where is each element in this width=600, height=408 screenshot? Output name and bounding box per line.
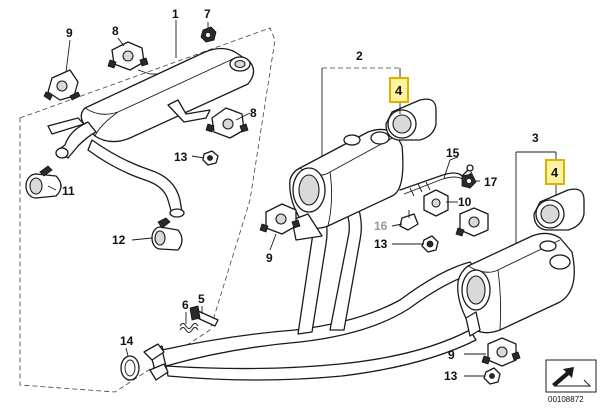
gasket-14 [120, 355, 140, 381]
callout-12: 12 [112, 233, 126, 247]
nut-13-bottom [483, 367, 501, 385]
rear-muffler-part-1 [80, 47, 255, 143]
exhaust-tip-4-upper [385, 98, 437, 141]
callout-3: 3 [532, 131, 539, 145]
center-silencer-part-2 [289, 67, 404, 241]
callout-1: 1 [172, 7, 179, 21]
callout-7: 7 [204, 7, 211, 21]
leader-lines [47, 20, 557, 377]
callout-4-highlight-lower [545, 159, 565, 185]
callout-13-top: 13 [174, 150, 188, 164]
direction-arrow-box [545, 359, 597, 393]
hanger-8-right [205, 107, 249, 139]
callout-9-top: 9 [66, 26, 73, 40]
callout-15: 15 [446, 146, 460, 160]
callout-13-middle: 13 [374, 237, 388, 251]
group-frame-left [19, 27, 276, 393]
callout-4-highlight-upper [389, 77, 409, 103]
hanger-9-bottom [481, 337, 521, 367]
callout-10: 10 [458, 195, 472, 209]
clamp-11 [25, 165, 62, 199]
bolt-16 [399, 210, 419, 231]
callout-2: 2 [356, 49, 363, 63]
hanger-8-top [107, 41, 158, 75]
nut-17 [461, 173, 477, 189]
callout-6: 6 [182, 298, 189, 312]
callout-9-middle: 9 [266, 251, 273, 265]
callout-8-top: 8 [112, 24, 119, 38]
callout-8-right: 8 [250, 106, 257, 120]
callout-11: 11 [62, 184, 75, 198]
hanger-10-left [423, 189, 449, 217]
rear-silencer-group [19, 27, 276, 393]
callout-4-lower: 4 [551, 165, 559, 180]
clamp-12 [151, 217, 183, 251]
callout-16: 16 [374, 219, 388, 233]
hanger-9-middle [259, 203, 301, 235]
nut-13-middle [421, 235, 439, 253]
callout-14: 14 [120, 334, 134, 348]
bolt-5 [189, 305, 219, 327]
hanger-10-right [455, 207, 489, 237]
nut-13-top [202, 150, 219, 166]
callout-4-upper: 4 [395, 83, 403, 98]
callout-9-bottom: 9 [448, 348, 455, 362]
nut-7 [200, 26, 217, 43]
hanger-9-top-left [43, 69, 81, 101]
callout-labels: 1 2 3 4 4 5 6 7 8 8 9 9 9 10 11 12 13 13… [62, 7, 565, 383]
callout-5: 5 [198, 292, 205, 306]
rear-silencer-part-3 [457, 151, 575, 337]
exhaust-tip-4-lower [533, 188, 585, 231]
callout-17: 17 [484, 175, 498, 189]
callout-13-bottom: 13 [444, 369, 458, 383]
reference-number: 00108872 [548, 395, 584, 404]
direction-arrow-icon [552, 367, 574, 387]
spring-6 [179, 323, 199, 333]
